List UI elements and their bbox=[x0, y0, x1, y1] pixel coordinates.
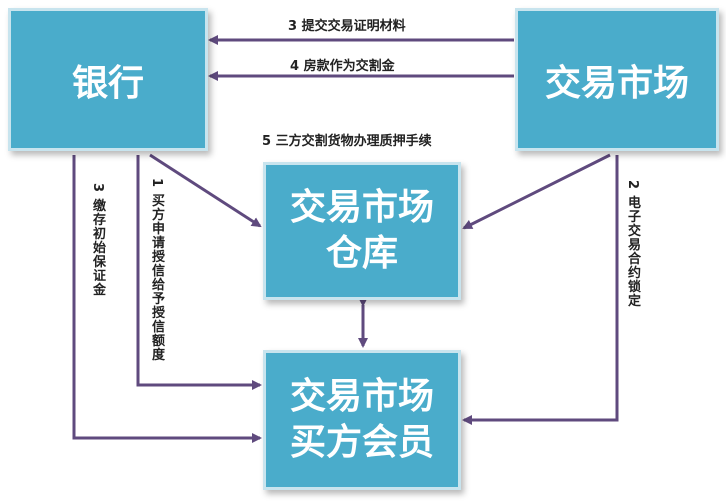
arrow-bank-to-warehouse bbox=[149, 153, 262, 228]
node-market: 交易市场 bbox=[515, 8, 719, 151]
node-bank: 银行 bbox=[8, 8, 208, 151]
edge-label-contract-lock: 2 电子交易合约锁定 bbox=[625, 180, 640, 308]
edge-label-payment: 4 房款作为交割金 bbox=[290, 59, 395, 74]
node-member-line1: 交易市场 bbox=[289, 376, 434, 417]
node-member-line2: 买方会员 bbox=[289, 422, 434, 463]
node-warehouse-line2: 仓库 bbox=[325, 233, 398, 274]
arrow-market-to-member-lock bbox=[462, 155, 619, 425]
node-market-label: 交易市场 bbox=[544, 62, 689, 104]
edge-label-submit-materials: 3 提交交易证明材料 bbox=[288, 19, 406, 34]
node-warehouse-line1: 交易市场 bbox=[289, 187, 434, 228]
node-member: 交易市场 买方会员 bbox=[263, 350, 461, 490]
node-warehouse: 交易市场 仓库 bbox=[263, 162, 461, 300]
node-bank-label: 银行 bbox=[71, 62, 144, 104]
edge-label-pledge: 5 三方交割货物办理质押手续 bbox=[262, 134, 432, 149]
edge-label-deposit: 3 缴存初始保证金 bbox=[90, 183, 105, 297]
arrow-bank-to-member-deposit bbox=[72, 155, 262, 443]
arrow-market-to-warehouse bbox=[462, 153, 611, 230]
edge-label-credit: 1 买方申请授信给予授信额度 bbox=[149, 178, 164, 362]
arrow-bank-to-member-credit bbox=[136, 155, 262, 390]
